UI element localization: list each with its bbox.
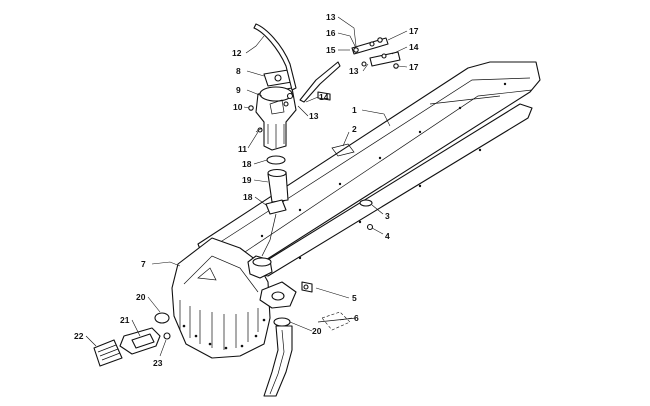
callout-14-right: 14 (409, 42, 419, 52)
callout-1: 1 (352, 105, 357, 115)
callout-22: 22 (74, 331, 84, 341)
callout-9: 9 (236, 85, 241, 95)
pump-outlet-tube (261, 213, 277, 257)
bracket-hardware (351, 37, 401, 69)
callout-21: 21 (120, 315, 130, 325)
callout-6: 6 (354, 313, 359, 323)
callout-15: 15 (326, 45, 336, 55)
fuel-line (253, 23, 297, 91)
decal (331, 143, 355, 157)
fuel-tank (171, 237, 273, 359)
spacer-and-screw (359, 199, 374, 231)
hose-bracket (317, 311, 357, 331)
callout-3: 3 (385, 211, 390, 221)
vent-valve (301, 281, 313, 293)
left-hose-assembly (93, 312, 171, 367)
callout-23: 23 (153, 358, 163, 368)
callout-13-mid: 13 (309, 111, 319, 121)
callout-20-left: 20 (136, 292, 146, 302)
callout-18-top: 18 (242, 159, 252, 169)
callout-8: 8 (236, 66, 241, 76)
callout-16: 16 (326, 28, 336, 38)
leader-lines (85, 16, 408, 357)
callout-19: 19 (242, 175, 252, 185)
pump-hose-set (265, 155, 289, 215)
callout-4: 4 (385, 231, 390, 241)
callout-labels: 1 2 3 4 5 6 7 8 9 10 11 12 13 13 13 14 1… (74, 12, 419, 368)
vent-line (299, 61, 341, 103)
callout-14-left: 14 (319, 92, 329, 102)
callout-5: 5 (352, 293, 357, 303)
callout-10: 10 (233, 102, 243, 112)
callout-11: 11 (238, 144, 247, 154)
callout-7: 7 (141, 259, 146, 269)
filler-hose (263, 317, 293, 397)
fuel-pump-assembly (255, 86, 297, 151)
callout-18-bottom: 18 (243, 192, 253, 202)
callout-2: 2 (352, 124, 357, 134)
callout-20-right: 20 (312, 326, 322, 336)
callout-12: 12 (232, 48, 242, 58)
tank-side-fitting (259, 281, 297, 309)
callout-17-top: 17 (409, 26, 419, 36)
callout-13-top: 13 (326, 12, 336, 22)
callout-13-right: 13 (349, 66, 359, 76)
callout-17-bottom: 17 (409, 62, 419, 72)
tank-shroud-panel (197, 61, 541, 277)
